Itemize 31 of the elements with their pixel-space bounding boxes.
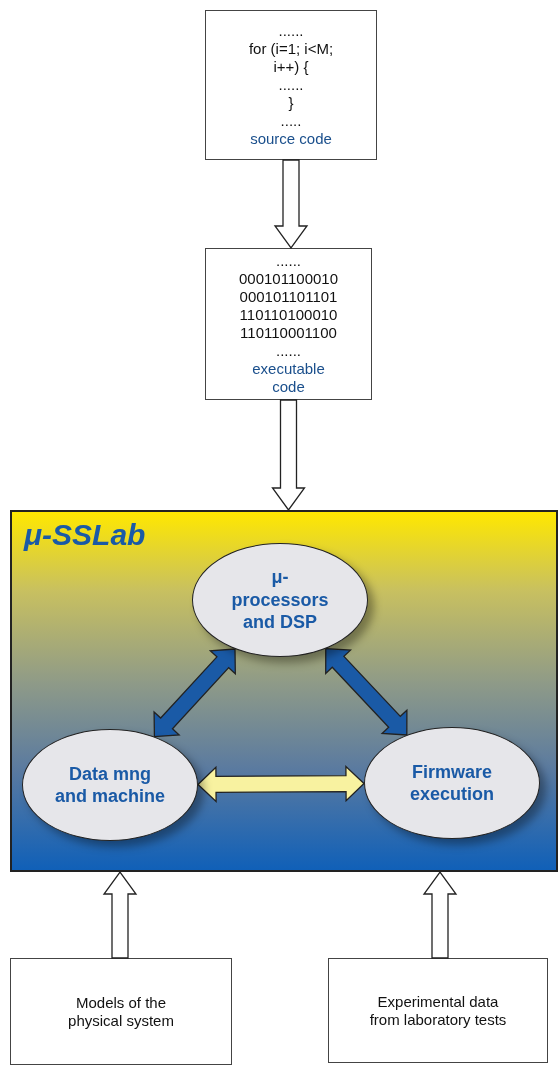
ellipse-label: Firmware execution bbox=[409, 760, 495, 806]
block-arrow bbox=[197, 765, 365, 803]
block-arrow bbox=[422, 870, 458, 959]
code-line: ...... bbox=[278, 22, 304, 40]
block-arrow bbox=[325, 648, 408, 736]
box-label: Models of the physical system bbox=[67, 993, 175, 1030]
code-line: 110110100010 bbox=[239, 306, 338, 324]
ellipse-label: μ-processors and DSP bbox=[230, 566, 330, 634]
text-box bbox=[205, 10, 377, 160]
code-line: ...... bbox=[276, 252, 301, 270]
code-line: 000101101101 bbox=[239, 288, 338, 306]
code-line: ...... bbox=[276, 342, 301, 360]
ellipse-label: Data mng and machine bbox=[54, 762, 166, 808]
text-box bbox=[10, 958, 232, 1065]
code-line: 110110001100 bbox=[240, 324, 337, 342]
code-line: } bbox=[288, 94, 294, 112]
code-line: ..... bbox=[280, 112, 302, 130]
lab-panel bbox=[10, 510, 558, 872]
panel-title: μ-SSLab bbox=[24, 518, 146, 552]
code-line: for (i=1; i<M; i++) { bbox=[247, 40, 335, 76]
box-label: Experimental data from laboratory tests bbox=[369, 992, 507, 1029]
block-arrow bbox=[273, 159, 309, 250]
block-arrow bbox=[271, 399, 306, 512]
block-arrow bbox=[153, 648, 236, 738]
code-caption: executable code bbox=[251, 360, 326, 396]
code-caption: source code bbox=[250, 130, 332, 148]
code-line: 000101100010 bbox=[239, 270, 338, 288]
text-box bbox=[328, 958, 548, 1063]
block-arrow bbox=[102, 870, 138, 959]
text-box bbox=[205, 248, 372, 400]
code-line: ...... bbox=[278, 76, 304, 94]
